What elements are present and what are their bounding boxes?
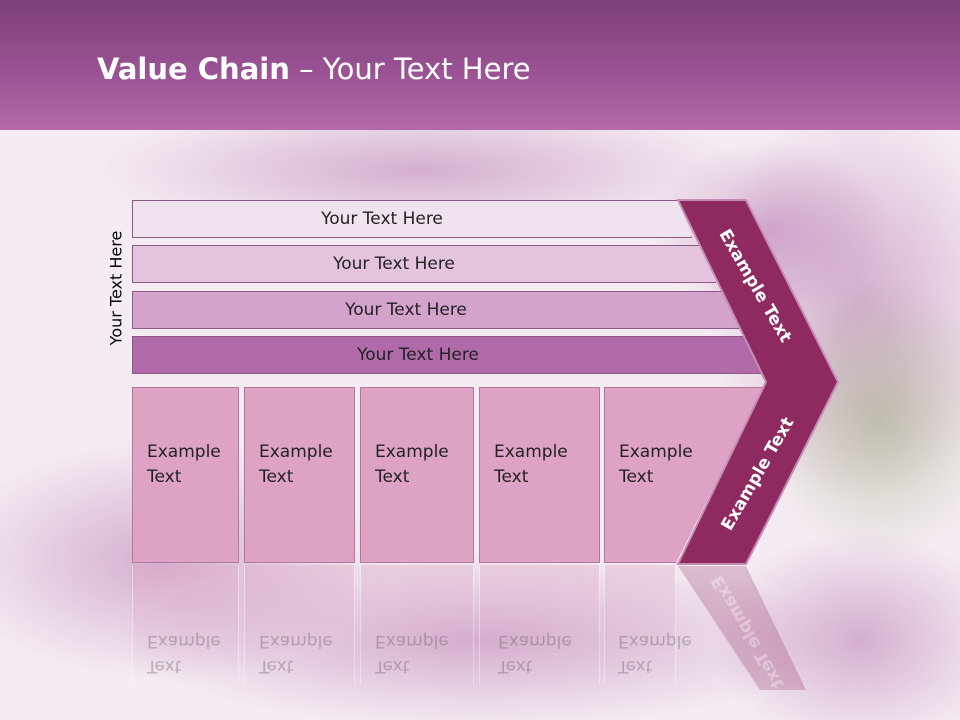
reflection-4 — [479, 565, 600, 685]
activity-box-4: Example Text — [479, 387, 600, 563]
row-label: Your Text Here — [357, 345, 479, 365]
box-line2: Text — [494, 467, 529, 487]
row-label: Your Text Here — [333, 254, 455, 274]
slide-title: Value Chain – Your Text Here — [97, 52, 531, 86]
box-line2: Text — [147, 467, 182, 487]
activity-box-1: Example Text — [132, 387, 239, 563]
support-row-1: Your Text Here — [132, 200, 692, 238]
box-line2: Text — [619, 467, 654, 487]
reflection-3 — [360, 565, 474, 685]
reflection-2 — [244, 565, 355, 685]
box-line1: Example — [494, 442, 568, 462]
box-line1: Example — [619, 442, 693, 462]
title-bar — [0, 0, 960, 130]
box-line1: Example — [375, 442, 449, 462]
box-line2: Text — [375, 467, 410, 487]
support-row-3: Your Text Here — [132, 291, 740, 329]
support-row-2: Your Text Here — [132, 245, 716, 283]
row-label: Your Text Here — [345, 300, 467, 320]
margin-chevron-shape — [676, 199, 840, 565]
reflection-5 — [604, 565, 676, 685]
row-label: Your Text Here — [321, 209, 443, 229]
support-row-4: Your Text Here — [132, 336, 764, 374]
box-line1: Example — [259, 442, 333, 462]
box-line1: Example — [147, 442, 221, 462]
activity-box-3: Example Text — [360, 387, 474, 563]
reflection-1 — [132, 565, 239, 685]
box-line2: Text — [259, 467, 294, 487]
title-bold: Value Chain — [97, 52, 290, 86]
activity-box-2: Example Text — [244, 387, 355, 563]
margin-chevron-reflection — [678, 566, 806, 690]
title-rest: – Your Text Here — [289, 52, 531, 86]
